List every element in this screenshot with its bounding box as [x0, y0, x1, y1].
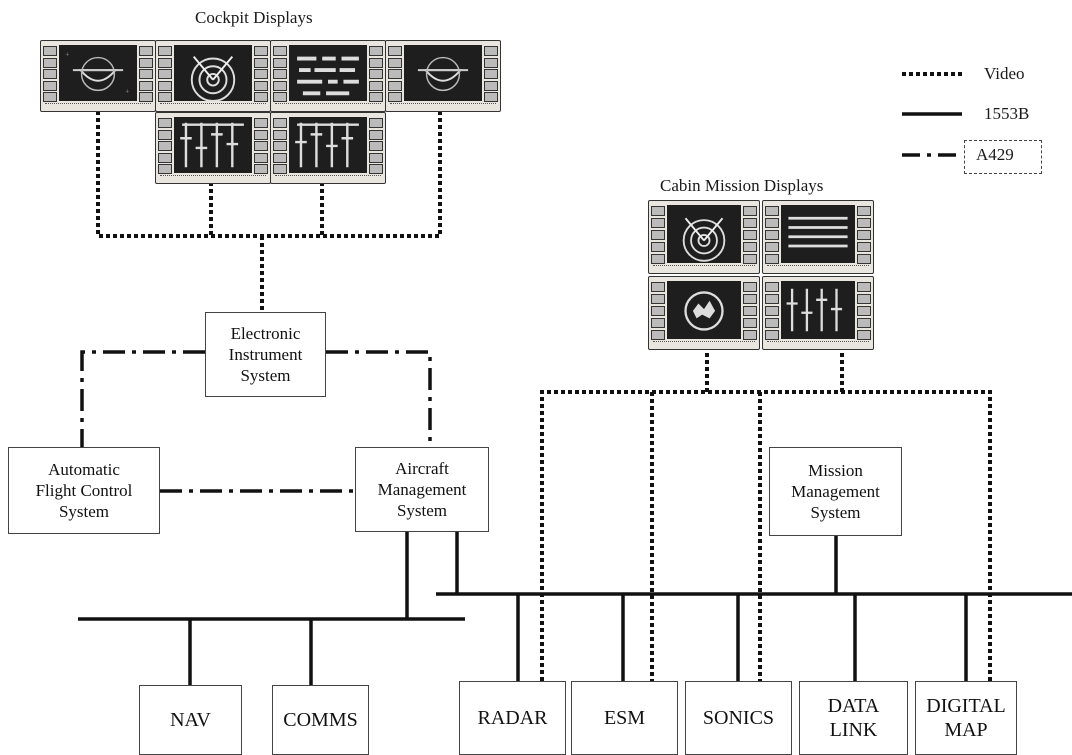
- radar-display-icon: [667, 205, 741, 263]
- digital-map-box: DIGITAL MAP: [915, 681, 1017, 755]
- bar-gauges-display-icon: [174, 117, 252, 173]
- nav-label: NAV: [170, 709, 211, 731]
- sonics-box: SONICS: [685, 681, 792, 755]
- cabin-display-2: [762, 200, 874, 274]
- attitude-display-icon: [404, 45, 482, 101]
- tactical-display-icon: [667, 281, 741, 339]
- radar-box: RADAR: [459, 681, 566, 755]
- cockpit-video-bus: [96, 111, 442, 312]
- mms-label: Mission Management System: [791, 461, 880, 522]
- attitude-display-icon: ++: [59, 45, 137, 101]
- cabin-video-bus: [540, 353, 992, 681]
- esm-label: ESM: [603, 707, 646, 729]
- automatic-flight-control-system-box: Automatic Flight Control System: [8, 447, 160, 534]
- radar-display-icon: [174, 45, 252, 101]
- mission-management-system-box: Mission Management System: [769, 447, 902, 536]
- cabin-display-4: [762, 276, 874, 350]
- cockpit-display-5: [155, 112, 271, 184]
- legend-a429-label: A429: [976, 145, 1014, 164]
- cockpit-display-6: [270, 112, 386, 184]
- cockpit-display-2: [155, 40, 271, 112]
- radar-label: RADAR: [477, 707, 548, 729]
- text-display-icon: [289, 45, 367, 101]
- svg-text:+: +: [65, 50, 69, 59]
- bar-gauges-display-icon: [781, 281, 855, 339]
- sonics-label: SONICS: [702, 707, 775, 729]
- legend-1553b-label: 1553B: [984, 104, 1030, 123]
- cabin-displays-title: Cabin Mission Displays: [660, 176, 824, 195]
- esm-box: ESM: [571, 681, 678, 755]
- cockpit-display-3: [270, 40, 386, 112]
- electronic-instrument-system-box: Electronic Instrument System: [205, 312, 326, 397]
- list-display-icon: [781, 205, 855, 263]
- cabin-display-3: [648, 276, 760, 350]
- data-link-label: DATA LINK: [827, 695, 880, 741]
- data-link-box: DATA LINK: [799, 681, 908, 755]
- svg-text:+: +: [125, 86, 129, 95]
- eis-label: Electronic Instrument System: [228, 324, 303, 385]
- comms-label: COMMS: [283, 709, 358, 731]
- bar-gauges-display-icon: [289, 117, 367, 173]
- ams-label: Aircraft Management System: [377, 459, 467, 520]
- cockpit-displays-title: Cockpit Displays: [195, 8, 313, 27]
- digital-map-label: DIGITAL MAP: [926, 695, 1006, 741]
- a429-links: [80, 350, 432, 493]
- cockpit-display-1: ++: [40, 40, 156, 112]
- legend-video-label: Video: [984, 64, 1025, 83]
- legend-a429-box: [964, 140, 1042, 174]
- cockpit-display-4: [385, 40, 501, 112]
- aircraft-management-system-box: Aircraft Management System: [355, 447, 489, 532]
- comms-box: COMMS: [272, 685, 369, 755]
- mil-1553b-buses: [78, 531, 1072, 685]
- nav-box: NAV: [139, 685, 242, 755]
- afcs-label: Automatic Flight Control System: [35, 460, 133, 521]
- cabin-display-1: [648, 200, 760, 274]
